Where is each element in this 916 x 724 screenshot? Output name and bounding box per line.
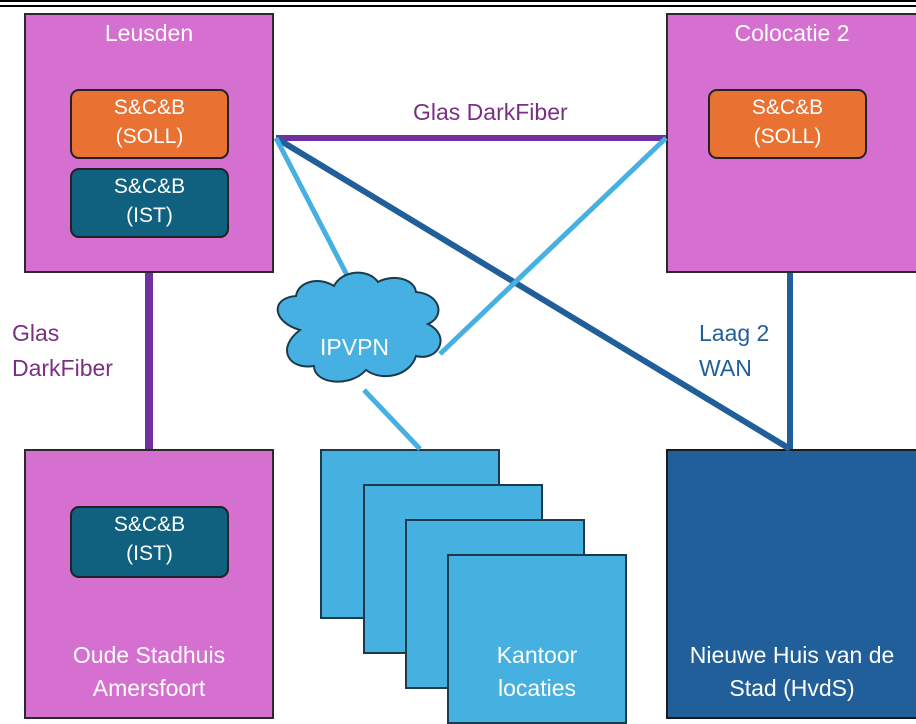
office-title: Kantoor bbox=[496, 642, 578, 668]
system-line: S&C&B bbox=[113, 513, 186, 536]
system-ist-oude-stadhuis: S&C&B (IST) bbox=[70, 506, 229, 578]
label-darkfiber-top: Glas DarkFiber bbox=[413, 99, 568, 125]
site-title-leusden: Leusden bbox=[104, 20, 194, 46]
system-line: S&C&B bbox=[113, 96, 186, 119]
label-darkfiber-left-2: DarkFiber bbox=[12, 355, 113, 381]
label-wan-1: Laag 2 bbox=[699, 320, 770, 346]
top-border bbox=[0, 0, 916, 2]
wan-line-leusden-hvds bbox=[274, 135, 792, 452]
site-hvds: Nieuwe Huis van de Stad (HvdS) bbox=[666, 449, 916, 719]
site-subtitle-hvds: Stad (HvdS) bbox=[729, 675, 855, 701]
site-oude-stadhuis: S&C&B (IST) Oude Stadhuis Amersfoort bbox=[24, 449, 274, 719]
label-ipvpn: IPVPN bbox=[320, 334, 390, 360]
system-line: (SOLL) bbox=[115, 125, 184, 148]
system-soll-colocatie: S&C&B (SOLL) bbox=[708, 89, 867, 159]
connection-lines bbox=[145, 135, 793, 452]
label-wan-2: WAN bbox=[699, 355, 752, 381]
ipvpn-line-colocatie bbox=[438, 136, 668, 356]
site-title-colocatie: Colocatie 2 bbox=[734, 20, 850, 46]
office-subtitle: locaties bbox=[498, 675, 576, 701]
label-darkfiber-left-1: Glas bbox=[12, 320, 60, 346]
site-title-oude-stadhuis: Oude Stadhuis bbox=[72, 642, 226, 668]
system-line: S&C&B bbox=[113, 175, 186, 198]
system-line: S&C&B bbox=[751, 96, 824, 119]
system-line: (IST) bbox=[126, 204, 173, 227]
site-title-hvds: Nieuwe Huis van de bbox=[689, 642, 895, 668]
ipvpn-line-kantoor bbox=[362, 388, 422, 451]
site-colocatie-2: Colocatie 2 S&C&B (SOLL) bbox=[666, 13, 916, 273]
system-soll-leusden: S&C&B (SOLL) bbox=[70, 89, 229, 159]
ipvpn-cloud bbox=[276, 271, 442, 383]
system-ist-leusden: S&C&B (IST) bbox=[70, 168, 229, 238]
top-border-inner bbox=[0, 5, 916, 7]
system-line: (IST) bbox=[126, 542, 173, 565]
office-box-4: Kantoor locaties bbox=[447, 554, 627, 724]
system-line: (SOLL) bbox=[753, 125, 822, 148]
site-subtitle-oude-stadhuis: Amersfoort bbox=[92, 675, 206, 701]
site-leusden: Leusden S&C&B (SOLL) S&C&B (IST) bbox=[24, 13, 274, 273]
